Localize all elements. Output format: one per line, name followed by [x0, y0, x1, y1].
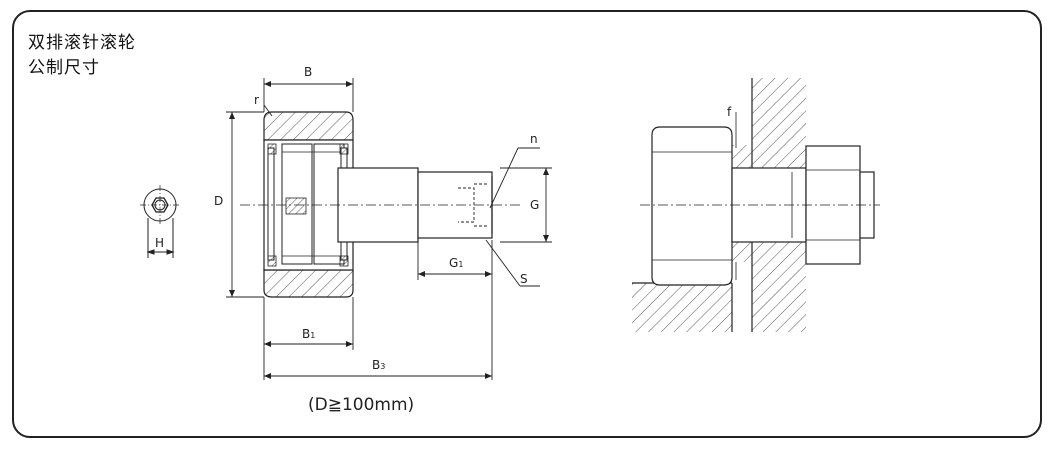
dim-label-r: r	[254, 93, 259, 107]
dim-label-G: G	[530, 198, 539, 212]
dim-label-B1: B1	[302, 327, 315, 341]
dim-label-f: f	[727, 105, 732, 119]
dim-label-B3: B3	[372, 358, 385, 372]
mounted-view	[632, 78, 880, 332]
drawing-frame	[12, 10, 1042, 438]
dimension-lines	[226, 78, 552, 380]
dim-label-B: B	[304, 65, 312, 79]
dim-label-S: S	[520, 272, 528, 286]
drawing-title: 双排滚针滚轮	[28, 33, 136, 53]
side-view	[240, 111, 520, 298]
dim-label-G1: G1	[449, 256, 463, 270]
end-view	[140, 185, 180, 258]
size-note: (D≧100mm)	[308, 395, 414, 415]
dim-label-n: n	[530, 132, 538, 146]
dim-label-H: H	[155, 236, 164, 250]
dimension-arrows	[229, 81, 549, 379]
drawing-subtitle: 公制尺寸	[28, 58, 100, 78]
dim-label-D: D	[214, 194, 223, 208]
